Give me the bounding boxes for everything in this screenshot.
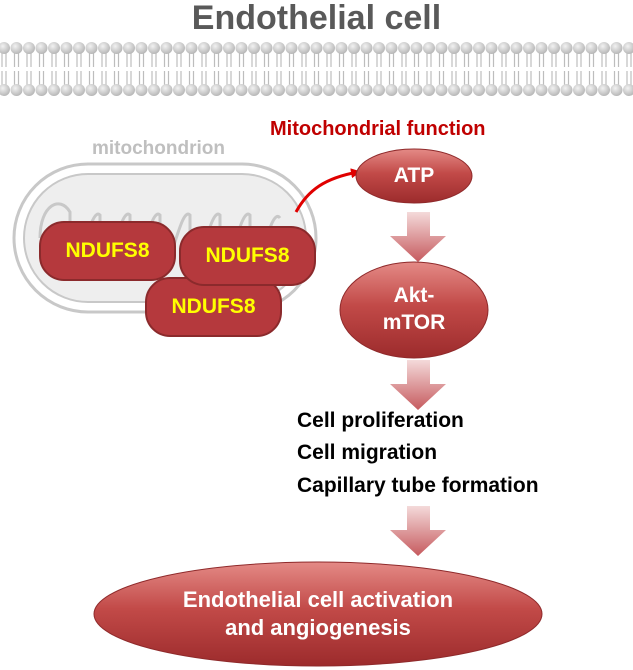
- ndufs8-label-2: NDUFS8: [205, 244, 290, 267]
- ndufs8-pill-2-shape: [179, 226, 316, 286]
- atp-label: ATP: [393, 163, 435, 187]
- mitochondrial-function-label: Mitochondrial function: [270, 118, 486, 140]
- cell-membrane-bilayer: [0, 42, 633, 96]
- outcome-cell-proliferation: Cell proliferation: [297, 409, 464, 432]
- ndufs8-label-1: NDUFS8: [65, 239, 150, 262]
- atp-node: ATP: [356, 149, 472, 203]
- mtor-label: mTOR: [382, 311, 446, 334]
- akt-mtor-node: Akt- mTOR: [340, 262, 488, 358]
- curved-arrow-to-atp: [294, 168, 361, 213]
- atp-node-shape: [355, 148, 473, 204]
- block-arrow-2: [390, 360, 446, 410]
- mitochondrion-label: mitochondrion: [92, 138, 225, 159]
- final-node-shape: [93, 561, 543, 667]
- outcome-cell-migration: Cell migration: [297, 441, 438, 464]
- outcome-capillary-tube-formation: Capillary tube formation: [297, 474, 539, 497]
- final-label-line-2: and angiogenesis: [225, 615, 411, 640]
- block-arrow-1: [390, 212, 446, 262]
- block-arrow-3: [390, 506, 446, 556]
- diagram-title: Endothelial cell: [191, 0, 442, 37]
- ndufs8-pill-1-shape: [39, 221, 176, 281]
- final-node: Endothelial cell activation and angiogen…: [94, 562, 542, 666]
- akt-mtor-node-shape: [339, 261, 489, 359]
- ndufs8-label-3: NDUFS8: [171, 295, 256, 318]
- akt-label: Akt-: [393, 284, 435, 308]
- final-label-line-1: Endothelial cell activation: [182, 586, 454, 612]
